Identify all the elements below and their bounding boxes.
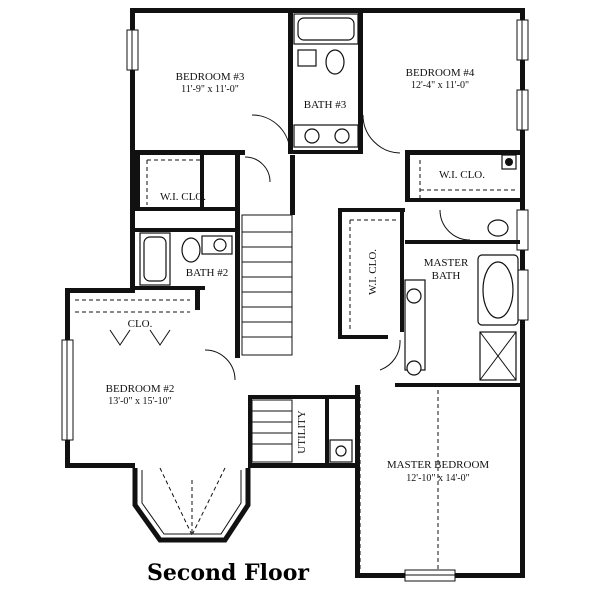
utility-label: UTILITY	[296, 410, 308, 453]
closet-label: CLO.	[128, 318, 153, 330]
bedroom4-label: BEDROOM #4	[406, 67, 475, 79]
door-swings	[109, 114, 471, 381]
master-bath-label-line2: BATH	[432, 270, 461, 282]
bath3-label: BATH #3	[304, 99, 347, 111]
bedroom2-label: BEDROOM #2	[106, 383, 175, 395]
bedroom4-dims: 12'-4" x 11'-0"	[411, 80, 469, 91]
master-bath-label-line1: MASTER	[424, 257, 469, 269]
master-bedroom-dims: 12'-10" x 14'-0"	[406, 473, 469, 484]
bath2-fixtures	[139, 232, 233, 286]
bath3-fixtures	[293, 13, 359, 148]
bath2-label: BATH #2	[186, 267, 228, 279]
windows	[61, 19, 529, 582]
wi-closet-left-label: W.I. CLO.	[160, 191, 206, 203]
bedroom3-label: BEDROOM #3	[176, 71, 245, 83]
stair	[242, 231, 292, 338]
utility-fixtures	[251, 399, 353, 463]
wi-closet-master-label: W.I. CLO.	[367, 249, 379, 295]
exterior-walls	[65, 8, 525, 578]
wi-closet-right-label: W.I. CLO.	[439, 169, 485, 181]
bedroom3-dims: 11'-9" x 11'-0"	[181, 84, 239, 95]
bedroom2-dims: 13'-0" x 15'-10"	[108, 396, 171, 407]
floor-title: Second Floor	[147, 560, 309, 586]
master-bedroom-label: MASTER BEDROOM	[387, 459, 490, 471]
master-bath-fixtures	[404, 154, 519, 381]
interior-walls	[135, 13, 520, 467]
closet-shelving	[75, 159, 518, 570]
